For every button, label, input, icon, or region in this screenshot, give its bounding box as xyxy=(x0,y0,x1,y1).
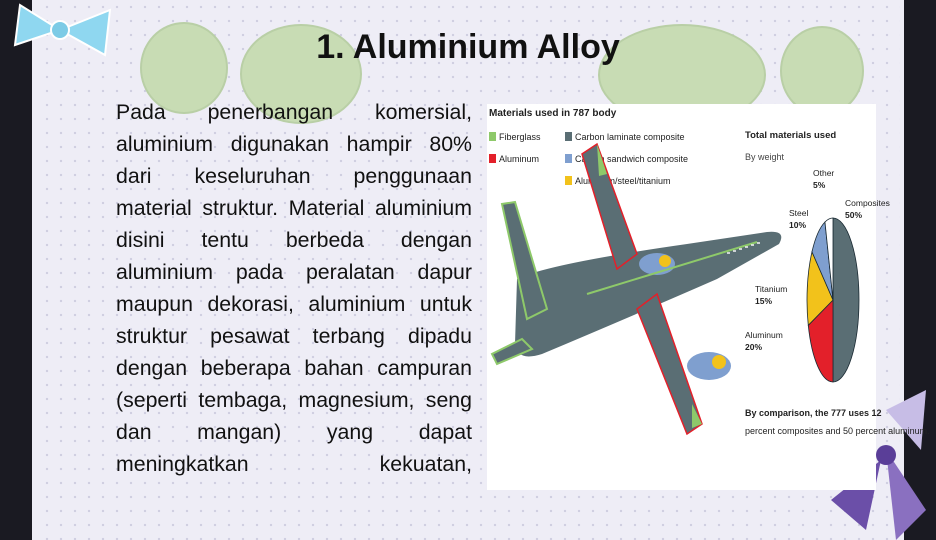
legend-label-aluminum: Aluminum xyxy=(499,154,539,164)
pie-chart xyxy=(806,217,860,383)
decorative-circle-1 xyxy=(140,22,228,114)
pie-label-steel: Steel xyxy=(789,208,808,218)
pie-slice-composites xyxy=(832,217,860,383)
ribbon-bow-top-left-icon xyxy=(13,3,112,57)
decorative-circle-2 xyxy=(240,24,362,124)
pie-value-steel: 10% xyxy=(789,220,806,230)
legend-swatch-carbon-laminate xyxy=(565,132,572,141)
figure-svg: Materials used in 787 body Fiberglass Al… xyxy=(489,108,930,436)
figure-legend: Fiberglass Aluminum Carbon laminate comp… xyxy=(489,132,688,186)
pie-label-other: Other xyxy=(813,168,834,178)
pie-slice-titanium xyxy=(806,250,834,327)
legend-label-aluminum-steel-titanium: Aluminum/steel/titanium xyxy=(575,176,671,186)
pie-slice-other xyxy=(824,217,834,301)
pie-value-titanium: 15% xyxy=(755,296,772,306)
figure-title: Materials used in 787 body xyxy=(489,108,617,119)
pie-title: Total materials used xyxy=(745,130,836,141)
right-border-stripe xyxy=(904,0,936,540)
pie-slice-aluminum xyxy=(807,299,834,383)
pie-value-aluminum: 20% xyxy=(745,342,762,352)
pie-label-aluminum: Aluminum xyxy=(745,330,783,340)
slide-body-text: Pada penerbangan komersial, aluminium di… xyxy=(116,96,472,480)
legend-label-carbon-laminate: Carbon laminate composite xyxy=(575,132,685,142)
figure-note: By comparison, the 777 uses 12 percent c… xyxy=(745,408,930,436)
slide-title: 1. Aluminium Alloy xyxy=(316,28,620,66)
legend-swatch-fiberglass xyxy=(489,132,496,141)
pie-labels: Composites 50% Aluminum 20% Titanium 15% Steel… xyxy=(745,168,890,352)
pie-value-other: 5% xyxy=(813,180,826,190)
pie-value-composites: 50% xyxy=(845,210,862,220)
materials-figure: Materials used in 787 body Fiberglass Al… xyxy=(487,104,930,490)
airplane-illustration xyxy=(490,142,782,436)
legend-label-fiberglass: Fiberglass xyxy=(499,132,541,142)
body-paragraph: Pada penerbangan komersial, aluminium di… xyxy=(116,100,472,476)
legend-label-carbon-sandwich: Carbon sandwich composite xyxy=(575,154,688,164)
pie-label-composites: Composites xyxy=(845,198,890,208)
legend-swatch-carbon-sandwich xyxy=(565,154,572,163)
left-border-stripe xyxy=(0,0,32,540)
pie-label-titanium: Titanium xyxy=(755,284,787,294)
legend-swatch-aluminum-steel-titanium xyxy=(565,176,572,185)
pie-subtitle: By weight xyxy=(745,152,785,162)
legend-swatch-aluminum xyxy=(489,154,496,163)
